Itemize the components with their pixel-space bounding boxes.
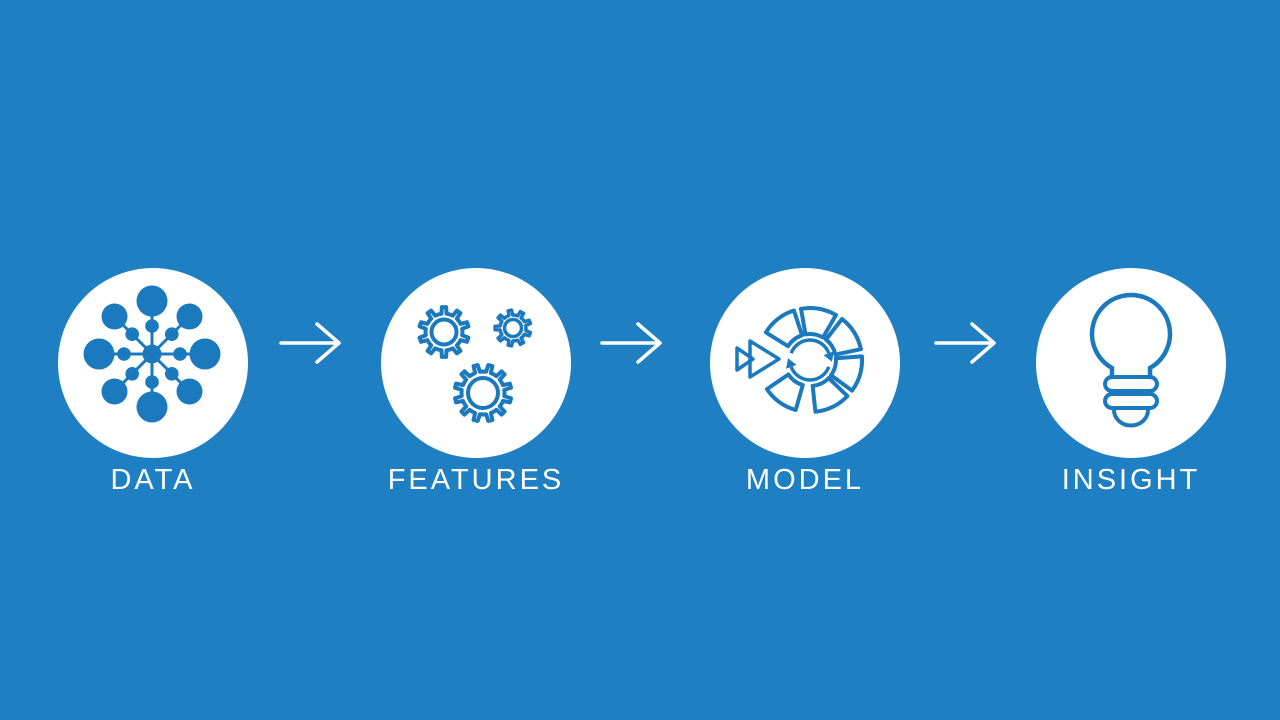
step-label: FEATURES [387,464,565,496]
gears-icon [417,305,533,423]
step-features: FEATURES [381,268,571,496]
model-cycle-icon [735,306,865,414]
step-circle [710,268,900,458]
right-arrow-icon [934,322,996,364]
step-circle [1036,268,1226,458]
step-label: INSIGHT [1061,464,1201,496]
step-label: DATA [110,464,196,496]
right-arrow-icon [600,322,662,364]
step-label: MODEL [745,464,865,496]
lightbulb-icon [1089,292,1173,428]
step-circle [58,268,248,458]
step-circle [381,268,571,458]
step-model: MODEL [710,268,900,496]
step-insight: INSIGHT [1036,268,1226,496]
network-hub-icon [83,285,221,423]
right-arrow-icon [279,322,341,364]
step-data: DATA [58,268,248,496]
